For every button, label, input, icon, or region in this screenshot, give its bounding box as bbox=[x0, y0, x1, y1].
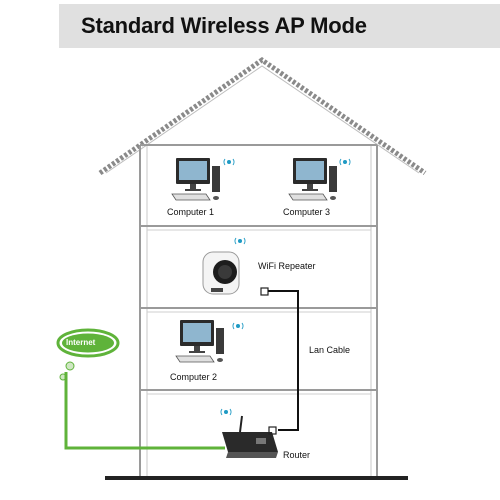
computer-icon bbox=[171, 157, 221, 201]
roof bbox=[98, 56, 427, 176]
page-title: Standard Wireless AP Mode bbox=[81, 13, 367, 38]
router-label: Router bbox=[283, 450, 311, 460]
internet-cable bbox=[64, 372, 225, 450]
wifi-icon bbox=[234, 237, 246, 245]
wifi-icon bbox=[232, 322, 244, 330]
wifi-icon bbox=[339, 158, 351, 166]
router-device bbox=[222, 415, 278, 458]
wifi-repeater-device bbox=[202, 251, 240, 295]
title-bar: Standard Wireless AP Mode bbox=[59, 4, 500, 48]
router-port bbox=[268, 426, 277, 435]
computer-icon bbox=[288, 157, 338, 201]
lan-cable-label: Lan Cable bbox=[309, 345, 351, 355]
wifi-icon bbox=[223, 158, 235, 166]
wifi-icon bbox=[220, 408, 232, 416]
lan-port bbox=[260, 287, 269, 296]
floor-lines bbox=[105, 144, 408, 480]
wifi-repeater-label: WiFi Repeater bbox=[258, 261, 316, 271]
internet-label: Internet bbox=[66, 338, 96, 347]
computer-1-label: Computer 1 bbox=[167, 207, 215, 217]
computer-3-label: Computer 3 bbox=[283, 207, 331, 217]
computer-2-label: Computer 2 bbox=[170, 372, 218, 382]
lan-cable bbox=[268, 290, 299, 431]
computer-icon bbox=[175, 319, 225, 363]
internet-cloud-icon bbox=[56, 328, 120, 381]
